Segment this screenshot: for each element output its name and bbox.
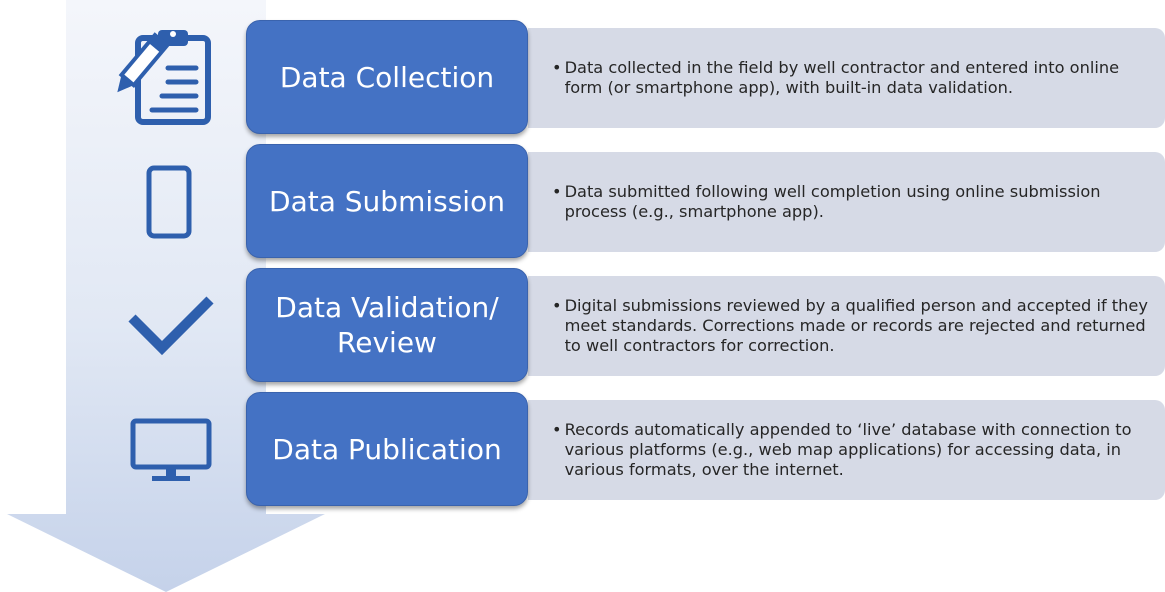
description-text: Data submitted following well completion… bbox=[564, 181, 1101, 221]
bullet-point: • bbox=[552, 57, 562, 77]
bullet-point: • bbox=[552, 419, 562, 439]
clipboard-pencil-icon bbox=[117, 30, 211, 125]
description-submission: • Data submitted following well completi… bbox=[528, 152, 1165, 252]
description-text: Records automatically appended to ‘live’… bbox=[564, 419, 1132, 480]
description-text: Data collected in the field by well cont… bbox=[564, 57, 1120, 97]
step-data-validation-review: Data Validation/ Review bbox=[246, 268, 528, 382]
description-validation: • Digital submissions reviewed by a qual… bbox=[528, 276, 1165, 376]
step-data-publication: Data Publication bbox=[246, 392, 528, 506]
step-title: Data Collection bbox=[279, 60, 495, 94]
monitor-icon bbox=[130, 418, 212, 481]
description-publication: • Records automatically appended to ‘liv… bbox=[528, 400, 1165, 500]
step-title: Data Validation/ Review bbox=[275, 291, 499, 359]
checkmark-icon bbox=[128, 296, 214, 356]
bullet-point: • bbox=[552, 181, 562, 201]
smartphone-icon bbox=[146, 165, 192, 239]
bullet-point: • bbox=[552, 295, 562, 315]
process-flow-arrow bbox=[7, 0, 325, 592]
step-data-submission: Data Submission bbox=[246, 144, 528, 258]
step-title: Data Submission bbox=[269, 184, 505, 218]
description-collection: • Data collected in the field by well co… bbox=[528, 28, 1165, 128]
description-text: Digital submissions reviewed by a qualif… bbox=[564, 295, 1148, 356]
step-title: Data Publication bbox=[272, 432, 502, 466]
step-data-collection: Data Collection bbox=[246, 20, 528, 134]
